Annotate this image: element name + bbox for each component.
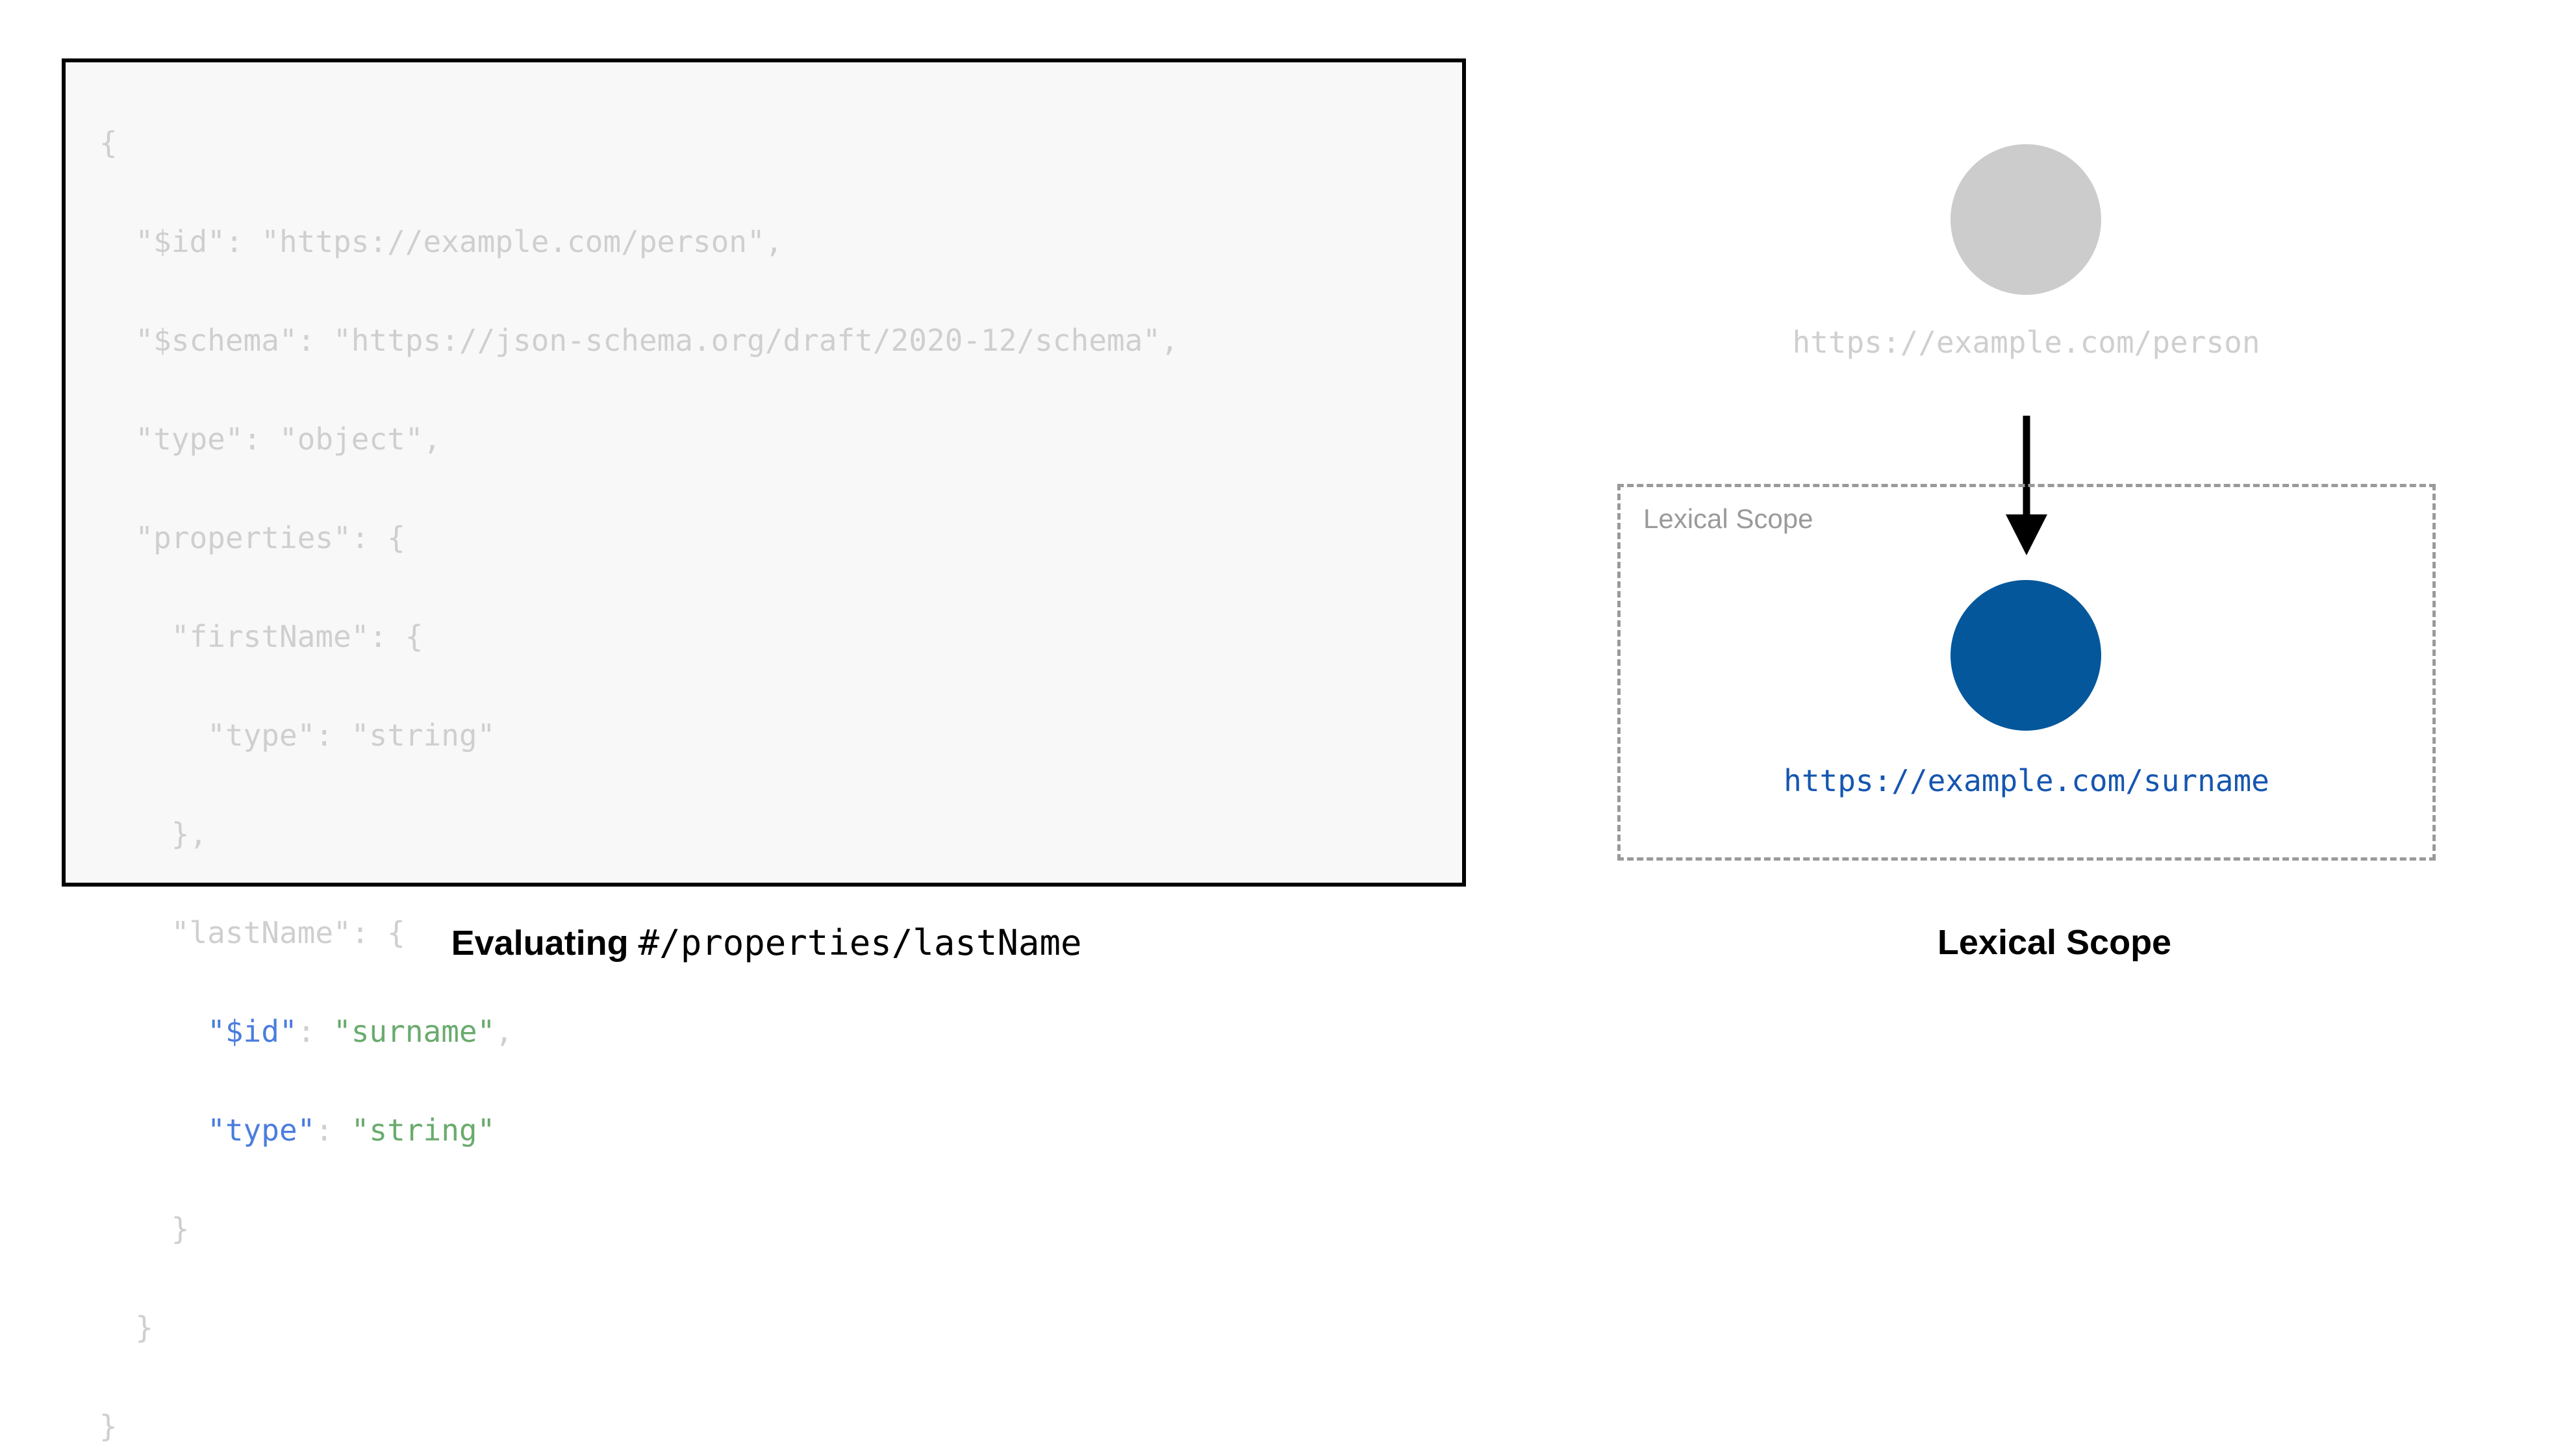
node-label-person: https://example.com/person <box>1792 325 2260 360</box>
code-token: : <box>297 1014 334 1049</box>
code-token: "$schema": "https://json-schema.org/draf… <box>135 323 1179 358</box>
code-token: : <box>315 1113 351 1148</box>
code-line: "lastName": { <box>99 908 1179 957</box>
code-line: "$schema": "https://json-schema.org/draf… <box>99 316 1179 365</box>
code-line: "$id": "surname", <box>99 1007 1179 1056</box>
code-line: } <box>99 1204 1179 1254</box>
caption-lexical-scope: Lexical Scope <box>1937 923 2172 962</box>
code-panel: { "$id": "https://example.com/person", "… <box>0 0 1533 1444</box>
code-token: "type": "object", <box>135 422 442 457</box>
code-token: } <box>135 1310 154 1345</box>
node-label-surname: https://example.com/surname <box>1784 763 2269 798</box>
caption-evaluating: Evaluating #/properties/lastName <box>0 922 1533 963</box>
code-line: } <box>99 1402 1179 1451</box>
arrow-down-icon <box>2006 416 2047 555</box>
lexical-scope-boundary <box>1617 484 2436 861</box>
code-token: { <box>99 125 118 160</box>
code-line: "type": "string" <box>99 711 1179 760</box>
code-token: "surname" <box>333 1014 496 1049</box>
code-line: "type": "string" <box>99 1105 1179 1155</box>
caption-evaluating-bold: Evaluating <box>451 924 629 963</box>
code-token: "type": "string" <box>207 718 496 753</box>
code-line: { <box>99 118 1179 168</box>
json-code-listing: { "$id": "https://example.com/person", "… <box>99 118 1179 1451</box>
code-token: "string" <box>351 1113 496 1148</box>
code-token: } <box>99 1409 118 1444</box>
code-token: } <box>171 1211 190 1246</box>
caption-evaluating-pointer: #/properties/lastName <box>638 922 1082 963</box>
code-token: , <box>495 1014 513 1049</box>
code-block-container: { "$id": "https://example.com/person", "… <box>62 58 1466 1444</box>
code-line: "firstName": { <box>99 612 1179 661</box>
code-token: "properties": { <box>135 520 405 555</box>
node-circle-surname <box>1951 580 2101 731</box>
lexical-scope-diagram: https://example.com/person Lexical Scope… <box>1533 0 2576 1039</box>
code-line: "type": "object", <box>99 414 1179 464</box>
code-token: "lastName": { <box>171 915 405 950</box>
code-token: "type" <box>207 1113 316 1148</box>
code-token: "$id" <box>207 1014 297 1049</box>
code-token: "firstName": { <box>171 619 423 654</box>
code-line: }, <box>99 809 1179 859</box>
code-line: "properties": { <box>99 513 1179 562</box>
lexical-scope-inner-label: Lexical Scope <box>1643 503 1813 534</box>
node-circle-person <box>1951 144 2101 295</box>
code-line: "$id": "https://example.com/person", <box>99 217 1179 266</box>
code-token: }, <box>171 816 208 852</box>
code-token: "$id": "https://example.com/person", <box>135 224 783 259</box>
code-line: } <box>99 1303 1179 1352</box>
